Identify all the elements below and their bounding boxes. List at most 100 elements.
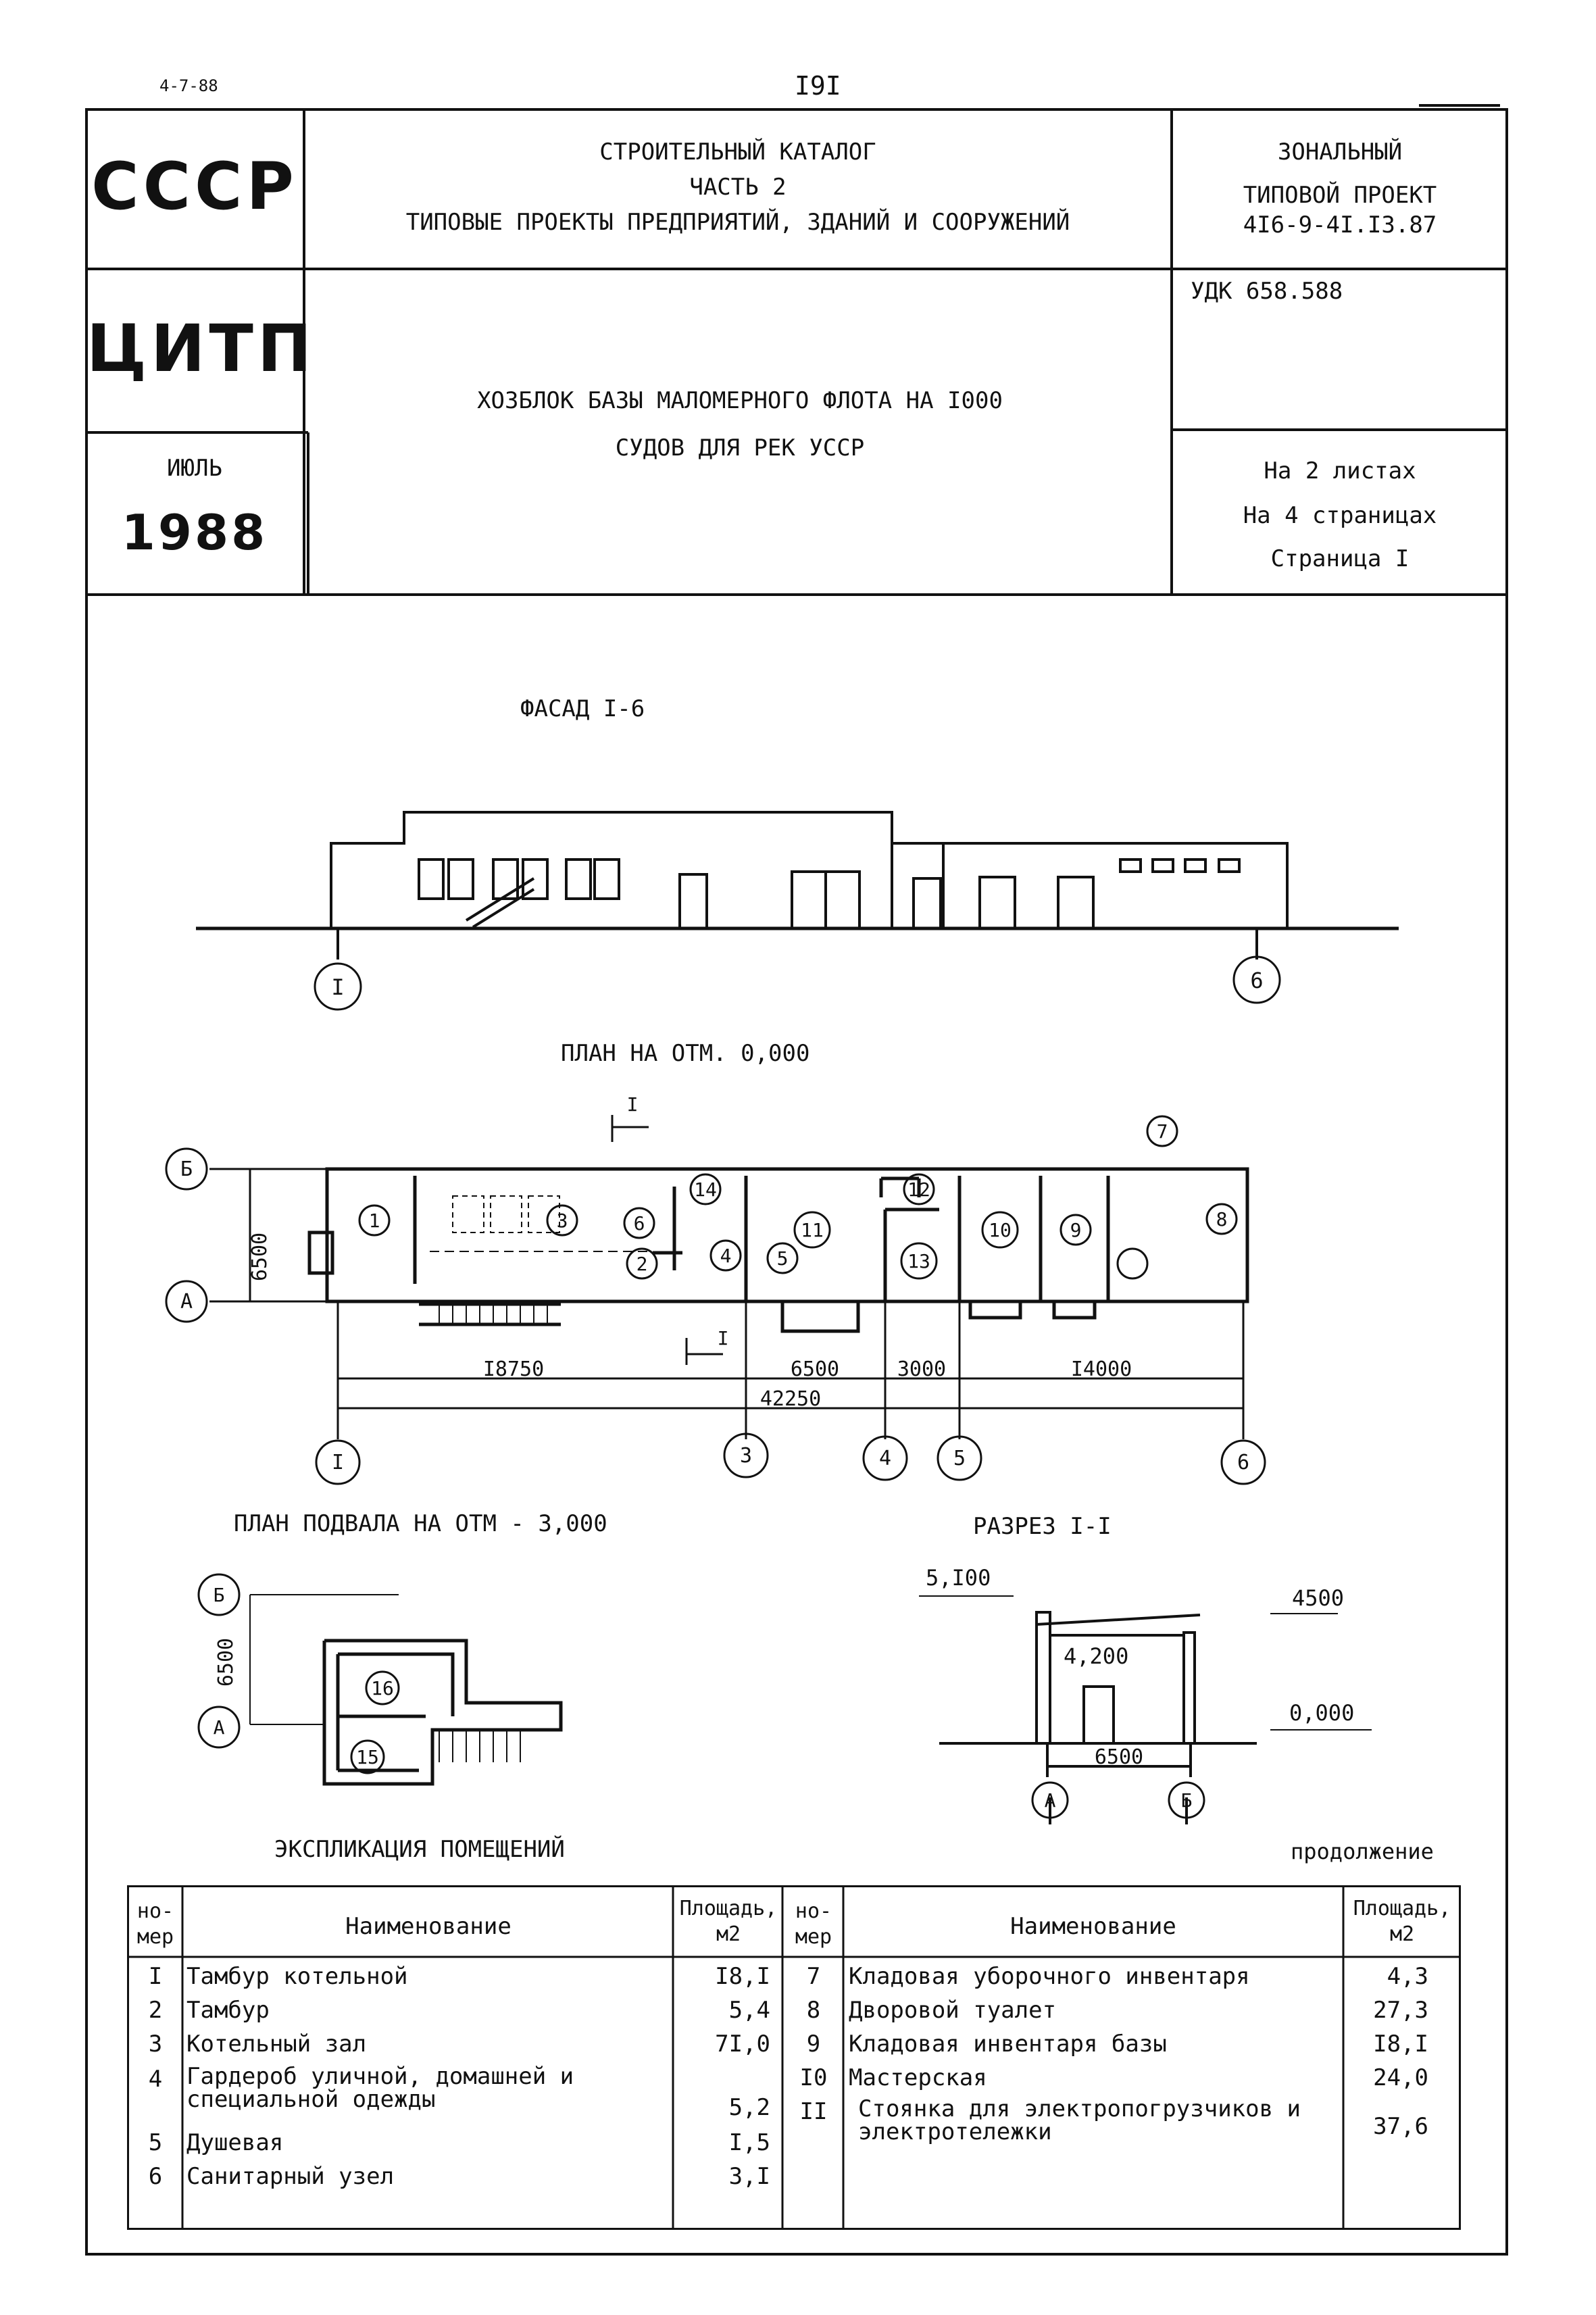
- plan-dim-3000: 3000: [897, 1358, 946, 1381]
- basement-plan: [322, 1639, 563, 1786]
- row-name: Душевая: [186, 2129, 284, 2156]
- ussr-label: СССР: [91, 149, 298, 224]
- title-line-2: СУДОВ ДЛЯ РЕК УССР: [615, 434, 865, 462]
- row-number: 4: [148, 2066, 163, 2093]
- row-area: 37,6: [1373, 2113, 1428, 2140]
- room-2: 2: [637, 1253, 648, 1275]
- header-number-left: но- мер: [136, 1899, 174, 1949]
- catalog-line-3: ТИПОВЫЕ ПРОЕКТЫ ПРЕДПРИЯТИЙ, ЗДАНИЙ И СО…: [405, 209, 1070, 236]
- facade-axis-1: I: [331, 974, 344, 1000]
- project-line-2: ТИПОВОЙ ПРОЕКТ: [1243, 182, 1437, 209]
- row-name: Стоянка для электропогрузчиков и электро…: [858, 2095, 1301, 2145]
- row-name: Дворовой туалет: [849, 1997, 1057, 2024]
- section-mark-bottom: I: [718, 1327, 729, 1349]
- row-number: I0: [799, 2064, 828, 2091]
- plan-dim-42250: 42250: [760, 1387, 821, 1411]
- row-name: Мастерская: [849, 2064, 987, 2091]
- plan-axis-5: 5: [953, 1447, 966, 1470]
- row-name: Кладовая уборочного инвентаря: [849, 1963, 1250, 1990]
- month-label: ИЮЛЬ: [167, 455, 222, 482]
- row-name: Тамбур: [186, 1997, 270, 2024]
- row-area: 3,I: [728, 2163, 770, 2190]
- row-number: II: [799, 2098, 828, 2125]
- row-area: I,5: [728, 2129, 770, 2156]
- row-number: 7: [806, 1963, 821, 1990]
- header-area-right: Площадь, м2: [1353, 1897, 1451, 1946]
- explication-title: ЭКСПЛИКАЦИЯ ПОМЕЩЕНИЙ: [274, 1836, 565, 1863]
- row-number: 9: [806, 2031, 821, 2058]
- plan-title: ПЛАН НА ОТМ. 0,000: [561, 1040, 809, 1067]
- row-number: 8: [806, 1997, 821, 2024]
- room-7: 7: [1157, 1120, 1168, 1143]
- explication-grid: [127, 1885, 1461, 2230]
- plan-axis-3: 3: [740, 1444, 752, 1468]
- header-name-left: Наименование: [345, 1913, 512, 1940]
- basement-title: ПЛАН ПОДВАЛА НА ОТМ - 3,000: [234, 1510, 607, 1537]
- plan-dim-6500: 6500: [791, 1358, 839, 1381]
- plan-axis-1: I: [332, 1451, 344, 1474]
- section-mark-5100: 5,I00: [926, 1565, 991, 1591]
- section-mark-0000: 0,000: [1289, 1700, 1354, 1726]
- current-page: Страница I: [1270, 545, 1410, 572]
- section-mark-4500: 4500: [1292, 1585, 1344, 1611]
- room-11: 11: [801, 1219, 824, 1241]
- header-name-right: Наименование: [1010, 1913, 1176, 1940]
- row-number: 5: [148, 2129, 163, 2156]
- room-9: 9: [1070, 1219, 1082, 1241]
- room-14: 14: [694, 1178, 717, 1201]
- plan-axis-4: 4: [879, 1447, 891, 1470]
- plan-dim-6500-vertical: 6500: [248, 1233, 272, 1281]
- row-area: 5,2: [728, 2094, 770, 2121]
- row-number: 3: [148, 2031, 163, 2058]
- room-15: 15: [356, 1746, 379, 1768]
- header-area-left: Площадь, м2: [679, 1897, 778, 1946]
- explication-continuation: продолжение: [1291, 1839, 1434, 1864]
- row-name: Санитарный узел: [186, 2163, 395, 2190]
- row-area: 5,4: [728, 1997, 770, 2024]
- room-5: 5: [777, 1247, 789, 1270]
- section-dim-6500: 6500: [1095, 1745, 1143, 1769]
- catalog-line-1: СТРОИТЕЛЬНЫЙ КАТАЛОГ: [599, 139, 876, 166]
- room-13: 13: [907, 1250, 930, 1272]
- udk-code: УДК 658.588: [1191, 278, 1343, 305]
- room-12: 12: [907, 1178, 930, 1201]
- row-number: 6: [148, 2163, 163, 2190]
- plan-axis-6: 6: [1237, 1451, 1249, 1474]
- room-8: 8: [1216, 1208, 1228, 1230]
- plan-stair-hatch: [430, 1195, 649, 1324]
- room-16: 16: [371, 1677, 394, 1699]
- facade-axis-6: 6: [1250, 968, 1263, 993]
- section-mark-top: I: [627, 1093, 639, 1116]
- row-number: 2: [148, 1997, 163, 2024]
- basement-axis-b: Б: [214, 1584, 225, 1606]
- room-10: 10: [989, 1219, 1012, 1241]
- row-name: Котельный зал: [186, 2031, 367, 2058]
- project-number: 4I6-9-4I.I3.87: [1243, 211, 1437, 239]
- facade-title: ФАСАД I-6: [520, 695, 645, 722]
- sheet-frame: [85, 108, 1508, 2256]
- row-name: Кладовая инвентаря базы: [849, 2031, 1167, 2058]
- basement-axis-a: А: [214, 1716, 225, 1739]
- title-line-1: ХОЗБЛОК БАЗЫ МАЛОМЕРНОГО ФЛОТА НА I000: [477, 387, 1003, 414]
- project-line-1: ЗОНАЛЬНЫЙ: [1277, 139, 1403, 166]
- sheet-count: На 2 листах: [1264, 457, 1416, 484]
- section-title: РАЗРЕЗ I-I: [973, 1513, 1112, 1540]
- row-area: 7I,0: [715, 2031, 770, 2058]
- plan-axis-b: Б: [180, 1158, 193, 1181]
- room-4: 4: [720, 1245, 732, 1267]
- catalog-line-2: ЧАСТЬ 2: [689, 174, 787, 201]
- plan-dim-14000: I4000: [1071, 1358, 1132, 1381]
- section-mark-4200: 4,200: [1064, 1643, 1128, 1669]
- section-axis-a: А: [1045, 1789, 1056, 1812]
- row-name: Тамбур котельной: [186, 1963, 408, 1990]
- page-number: I9I: [795, 71, 841, 101]
- row-area: I8,I: [1373, 2031, 1428, 2058]
- row-name: Гардероб уличной, домашней и специальной…: [186, 2063, 574, 2113]
- section-axis-b: Б: [1181, 1789, 1193, 1812]
- plan-axis-a: А: [180, 1290, 193, 1314]
- document-code: 4-7-88: [159, 76, 218, 95]
- facade-drawing: [196, 811, 1399, 960]
- corner-mark: [1419, 104, 1500, 107]
- row-area: 4,3: [1387, 1963, 1428, 1990]
- row-area: I8,I: [715, 1963, 770, 1990]
